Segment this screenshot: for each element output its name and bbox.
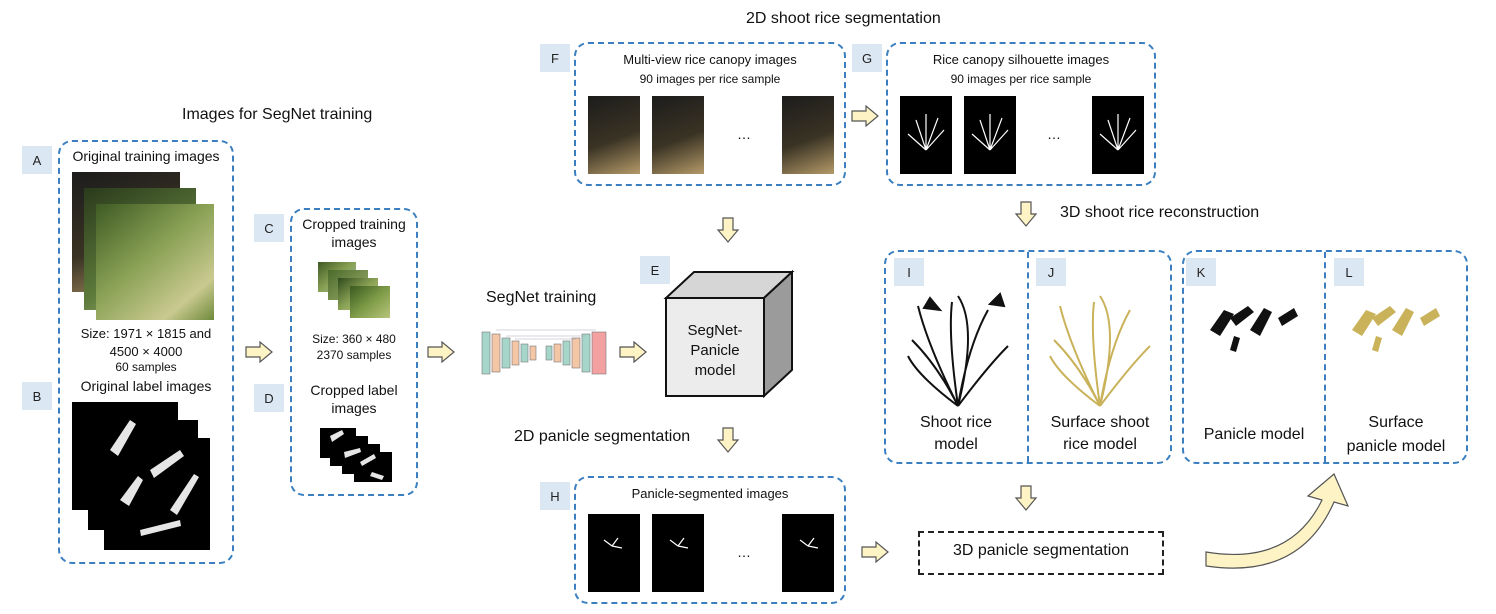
panel-i-label-1: Shoot rice: [919, 414, 993, 431]
panel-b-title: Original label images: [80, 378, 212, 394]
panel-ij-frame: [884, 250, 1172, 464]
panel-f-title: Multi-view rice canopy images: [623, 52, 797, 67]
panel-g-ellipsis: …: [1047, 126, 1061, 142]
panicle-image-2: [652, 514, 704, 592]
panel-d-title-2: images: [331, 400, 377, 416]
segnet-network-icon: [481, 329, 607, 375]
panel-j-tag: J: [1036, 258, 1066, 286]
panel-e-tag: E: [640, 256, 670, 284]
panel-k-tag: K: [1186, 258, 1216, 286]
panicle-model-icon: [1210, 306, 1298, 352]
panel-c-info1: Size: 360 × 480: [312, 332, 396, 346]
panel-d-title-1: Cropped label: [310, 382, 398, 398]
heading-2d-panicle-segmentation: 2D panicle segmentation: [514, 428, 691, 445]
panel-h-tag: H: [540, 482, 570, 510]
arrow-h-to-3d: [861, 541, 889, 563]
panel-c-title-2: images: [331, 234, 377, 250]
panicle-3d-box: [918, 531, 1164, 575]
shoot-rice-model-icon: [907, 292, 1009, 407]
panel-g-frame: [886, 42, 1156, 186]
arrow-f-to-model: [717, 217, 739, 243]
canopy-image-90: [782, 96, 834, 174]
panel-k-label: Panicle model: [1203, 426, 1305, 443]
arrow-g-to-reconstruction: [1015, 201, 1037, 227]
panel-h-title: Panicle-segmented images: [631, 486, 789, 501]
panel-a-tag: A: [22, 146, 52, 174]
surface-panicle-model-icon: [1352, 306, 1440, 352]
panel-i-tag: I: [894, 258, 924, 286]
panicle-image-90: [782, 514, 834, 592]
panel-a-info2: 4500 × 4000: [109, 344, 183, 359]
panel-g-tag: G: [852, 44, 882, 72]
arrow-f-to-g: [851, 105, 879, 127]
panel-f-ellipsis: …: [737, 126, 751, 142]
panel-g-subtitle: 90 images per rice sample: [950, 72, 1092, 86]
panel-d-tag: D: [254, 384, 284, 412]
panel-c-title-1: Cropped training: [302, 216, 406, 232]
heading-3d-shoot-reconstruction: 3D shoot rice reconstruction: [1060, 204, 1260, 221]
panel-a-info3: 60 samples: [115, 360, 177, 374]
panel-a-title: Original training images: [72, 148, 220, 164]
panel-ab-frame: [58, 140, 234, 564]
curved-arrow-to-kl: [1205, 473, 1350, 569]
segnet-panicle-model-cube: [663, 269, 795, 399]
panel-kl-frame: [1182, 250, 1468, 464]
panel-g-title: Rice canopy silhouette images: [932, 52, 1110, 67]
panel-c-info2: 2370 samples: [316, 348, 392, 362]
surface-shoot-rice-model-icon: [1049, 295, 1151, 407]
cropped-image-4: [350, 286, 390, 318]
arrow-cd-to-segnet: [427, 341, 455, 363]
panel-l-label-1: Surface: [1368, 414, 1424, 431]
canopy-image-1: [588, 96, 640, 174]
panel-j-label-1: Surface shoot: [1050, 414, 1150, 431]
heading-segnet-training-images: Images for SegNet training: [182, 106, 373, 123]
model-label-2: Panicle: [690, 342, 740, 359]
arrow-segnet-to-model: [619, 341, 647, 363]
panel-j-label-2: rice model: [1063, 436, 1137, 453]
label-image-texture: [110, 420, 384, 536]
heading-segnet-training: SegNet training: [486, 289, 597, 306]
panicle-3d-label: 3D panicle segmentation: [952, 542, 1130, 559]
heading-2d-shoot-segmentation: 2D shoot rice segmentation: [746, 10, 941, 27]
arrow-ij-to-3d: [1015, 485, 1037, 511]
panel-a-info1: Size: 1971 × 1815 and: [80, 326, 212, 341]
model-label-1: SegNet-: [687, 322, 743, 339]
arrow-ab-to-cd: [245, 341, 273, 363]
panel-i-label-2: model: [934, 436, 978, 453]
panel-f-subtitle: 90 images per rice sample: [639, 72, 781, 86]
model-label-3: model: [694, 362, 736, 379]
panel-ij-divider: [1027, 252, 1029, 462]
silhouette-texture: [603, 114, 1137, 549]
training-image-front: [96, 204, 214, 320]
panel-c-tag: C: [254, 214, 284, 242]
panel-h-ellipsis: …: [737, 544, 751, 560]
panel-f-tag: F: [540, 44, 570, 72]
panel-l-tag: L: [1334, 258, 1364, 286]
panel-b-tag: B: [22, 382, 52, 410]
arrow-model-to-h: [717, 427, 739, 453]
panel-l-label-2: panicle model: [1346, 438, 1446, 455]
canopy-image-2: [652, 96, 704, 174]
panel-cd-frame: [290, 208, 418, 496]
panel-f-frame: [574, 42, 846, 186]
panicle-image-1: [588, 514, 640, 592]
panel-kl-divider: [1324, 252, 1326, 462]
panel-h-frame: [574, 476, 846, 604]
